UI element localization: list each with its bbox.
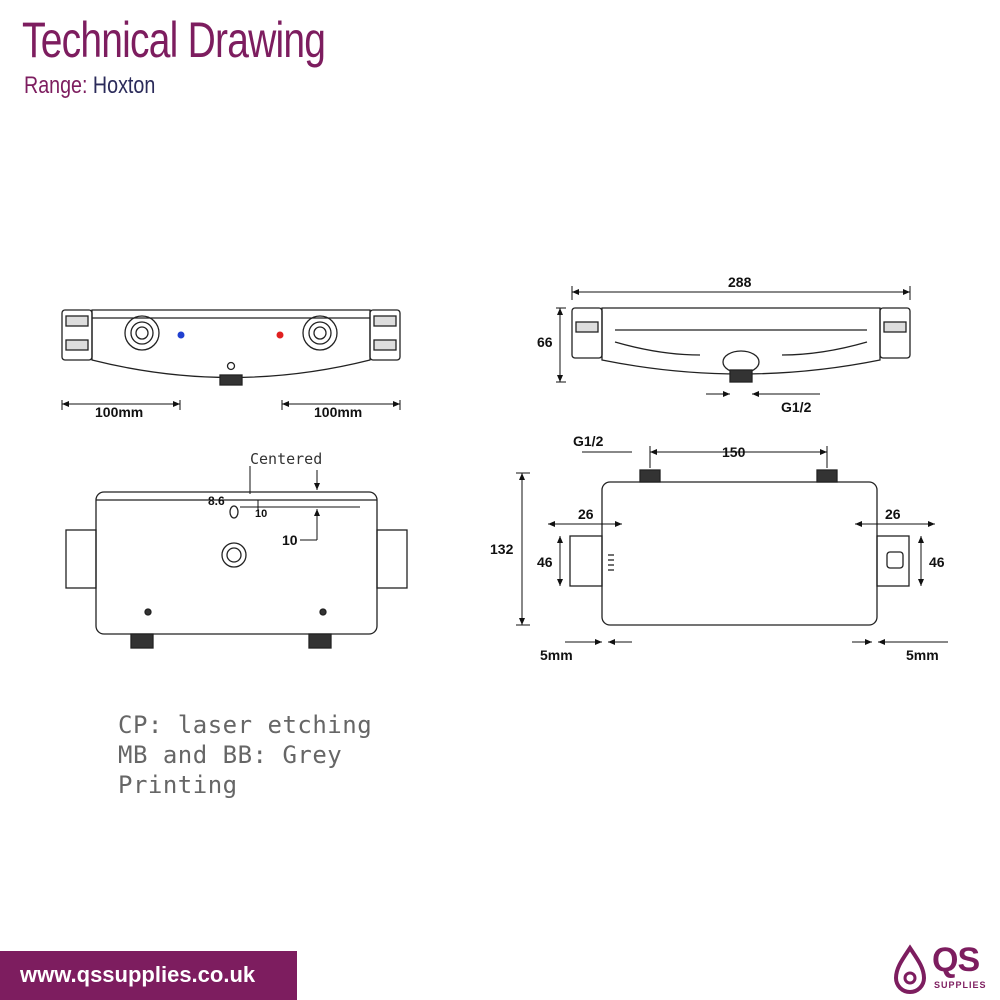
range-label: Range:	[24, 72, 88, 99]
page-title: Technical Drawing	[22, 12, 326, 68]
range-subtitle: Range: Hoxton	[24, 72, 155, 100]
dim-top-height: 66	[537, 334, 553, 350]
footer-bar	[0, 951, 297, 1000]
dim-left-46: 46	[537, 554, 553, 570]
back-view	[65, 491, 408, 649]
note-line-3: Printing	[118, 771, 238, 799]
dim-centered: Centered	[250, 450, 322, 468]
website-link[interactable]: www.qssupplies.co.uk	[20, 962, 256, 987]
qs-logo-icon	[893, 944, 927, 994]
logo-text: QS	[932, 941, 980, 979]
dim-10-large: 10	[282, 532, 298, 548]
dim-8-6: 8.6	[208, 494, 225, 508]
dim-top-width: 288	[728, 274, 752, 290]
dim-back-inlet: G1/2	[573, 433, 604, 449]
dim-front-right: 100mm	[314, 404, 362, 420]
dim-back-height: 132	[490, 541, 514, 557]
dim-right-46: 46	[929, 554, 945, 570]
dim-front-left: 100mm	[95, 404, 143, 420]
note-line-2: MB and BB: Grey	[118, 741, 343, 769]
hot-indicator	[276, 331, 284, 339]
logo-subtext: SUPPLIES	[934, 980, 987, 990]
dim-10-small: 10	[255, 508, 267, 520]
dim-top-outlet: G1/2	[781, 399, 812, 415]
dim-right-5mm: 5mm	[906, 647, 939, 663]
dim-right-26: 26	[885, 506, 901, 522]
range-value: Hoxton	[92, 72, 156, 99]
bottom-view	[569, 469, 910, 626]
dim-left-26: 26	[578, 506, 594, 522]
front-view	[61, 309, 401, 386]
cold-indicator	[177, 331, 185, 339]
top-view	[571, 307, 911, 383]
note-line-1: CP: laser etching	[118, 711, 373, 739]
dim-left-5mm: 5mm	[540, 647, 573, 663]
dim-back-spacing: 150	[722, 444, 746, 460]
